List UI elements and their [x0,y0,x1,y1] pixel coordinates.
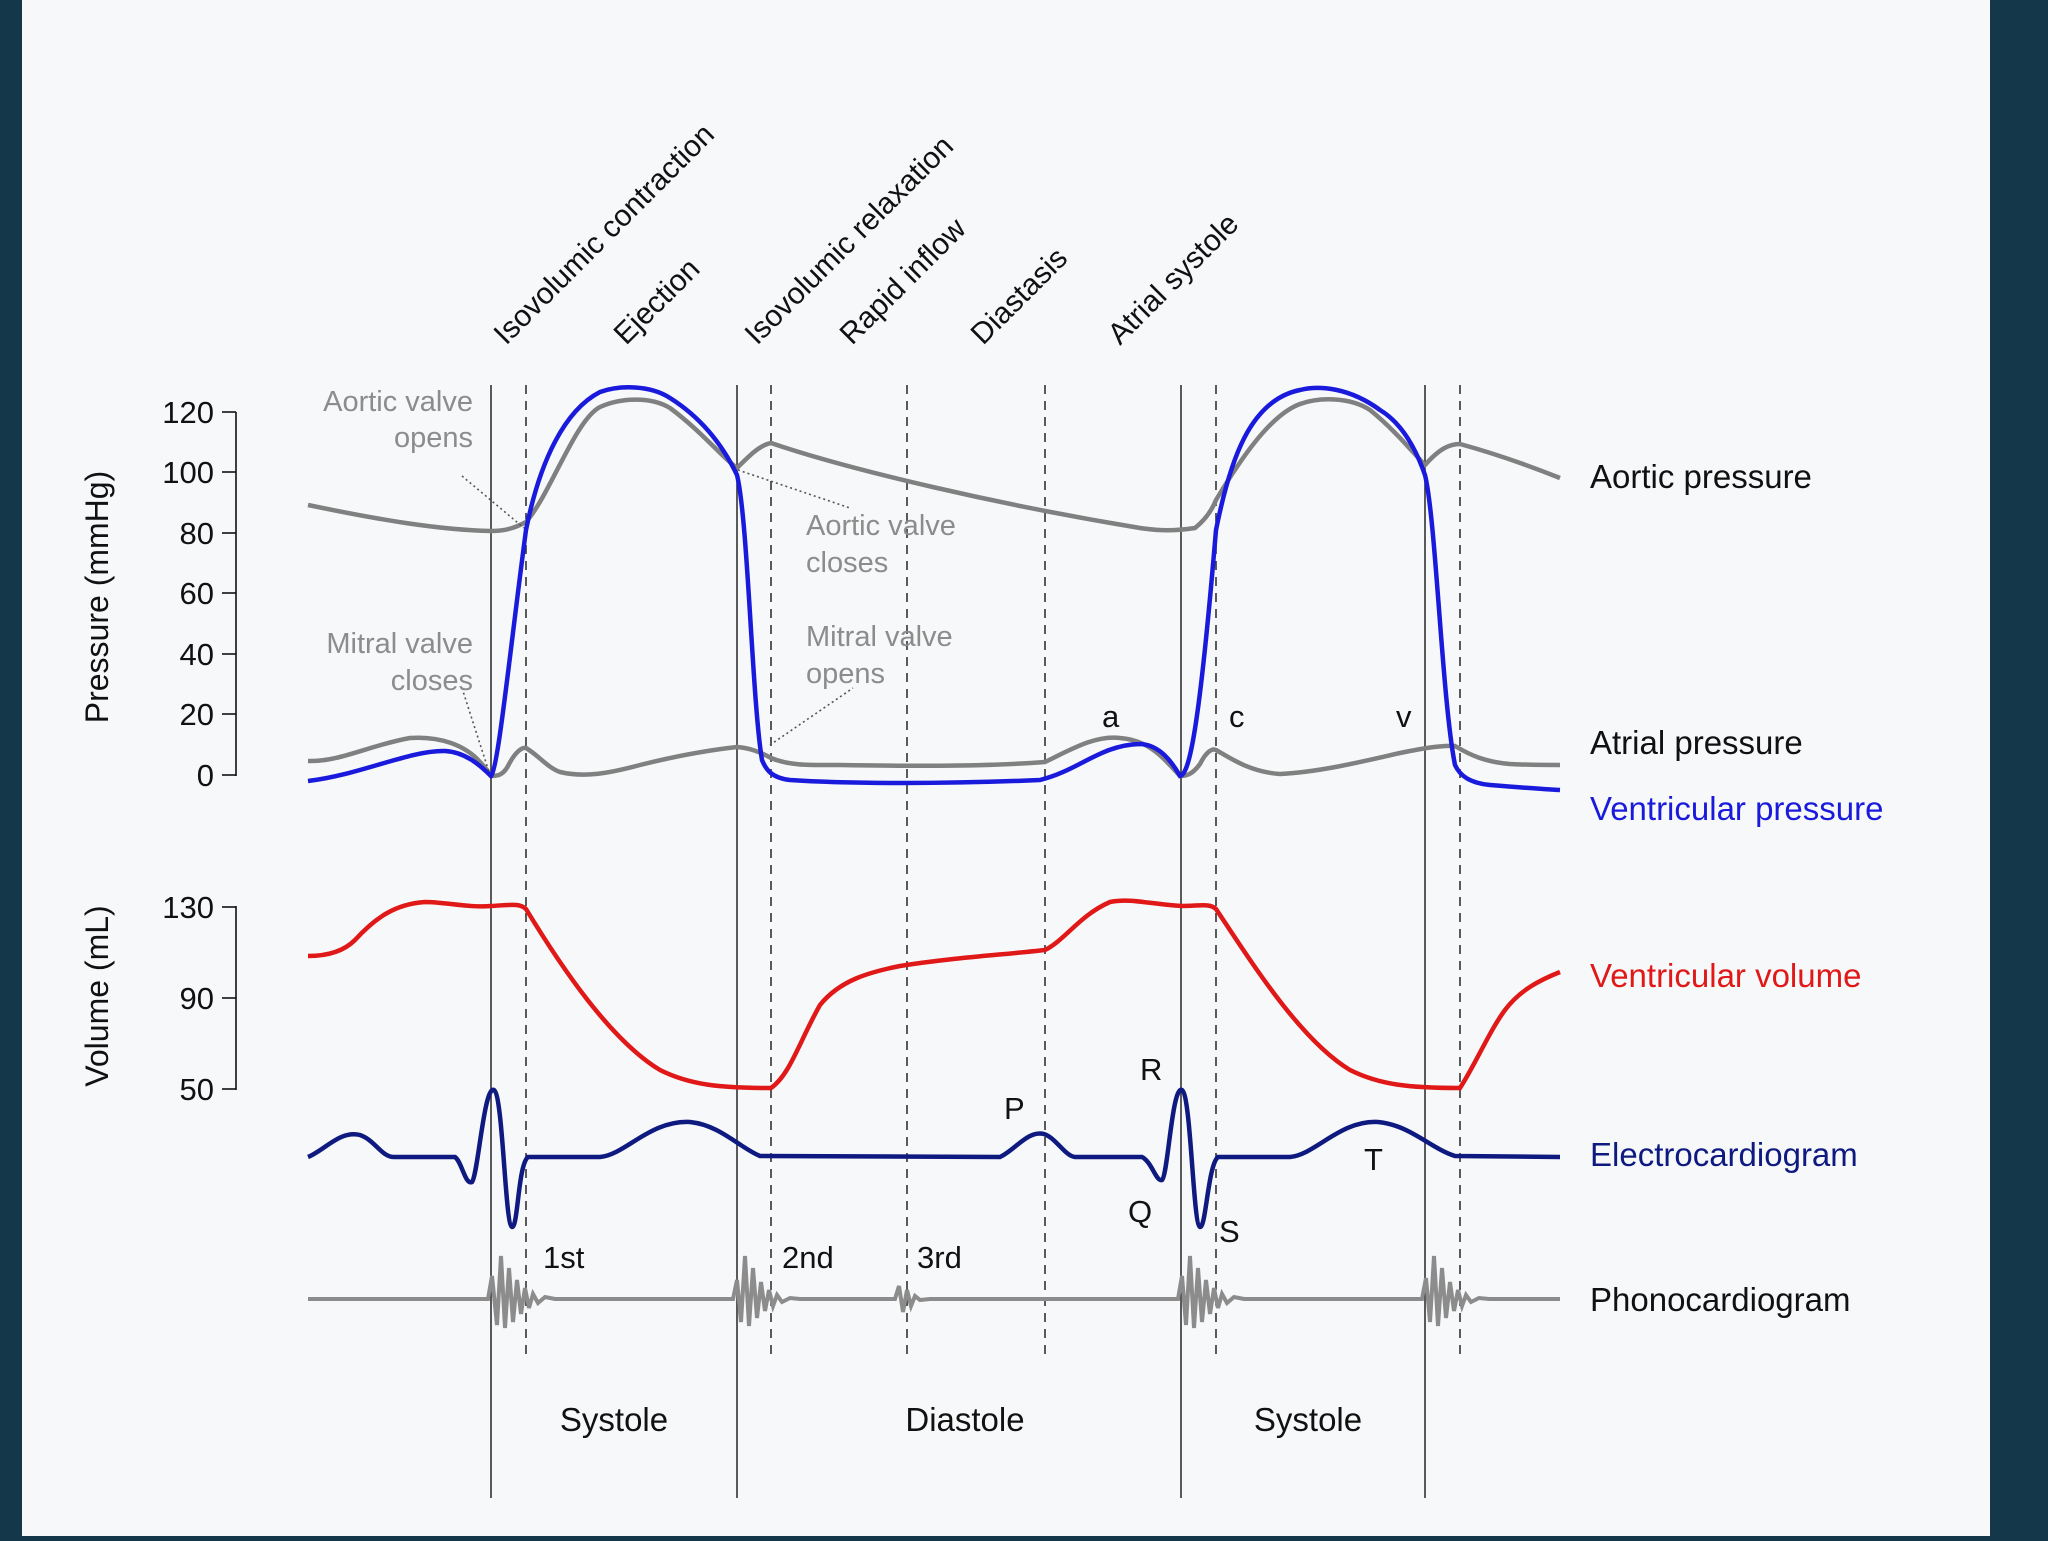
ventricular-volume-curve [307,898,1561,1091]
annotation-aortic-closes-2: closes [806,547,888,579]
heart-sound-labels: 1st 2nd 3rd [543,1240,962,1275]
pressure-tick: 20 [180,697,214,732]
atrial-pressure-curve [307,735,1561,779]
legend-phonocardiogram: Phonocardiogram [1590,1281,1851,1318]
volume-tick: 130 [162,890,214,925]
pressure-tick: 80 [180,516,214,551]
pressure-tick: 40 [180,637,214,672]
pressure-axis-label: Pressure (mmHg) [79,471,115,723]
volume-axis-label: Volume (mL) [79,905,115,1086]
axis-labels: Pressure (mmHg) Volume (mL) [79,471,115,1087]
legend-ventricular-pressure: Ventricular pressure [1590,790,1883,827]
legend-electrocardiogram: Electrocardiogram [1590,1136,1858,1173]
heart-sound-first: 1st [543,1240,585,1275]
wave-labels: a c v P Q R S T [1004,699,1412,1249]
phase-lines [490,385,1426,1498]
cycle-label-systole-1: Systole [560,1401,668,1438]
wave-label-c: c [1229,699,1245,734]
heart-sound-third: 3rd [917,1240,962,1275]
pressure-tick: 100 [162,455,214,490]
wave-label-r: R [1140,1052,1162,1087]
ecg-curve [307,1087,1561,1230]
volume-tick: 90 [180,981,214,1016]
annotation-aortic-opens-1: Aortic valve [323,386,473,418]
phonocardiogram-curve [308,1255,1560,1329]
diagram-panel [22,0,1990,1536]
pressure-tick: 60 [180,576,214,611]
annotation-mitral-opens-2: opens [806,658,885,690]
legend-atrial-pressure: Atrial pressure [1590,724,1803,761]
legend-aortic-pressure: Aortic pressure [1590,458,1812,495]
wave-label-s: S [1219,1214,1240,1249]
cycle-label-systole-2: Systole [1254,1401,1362,1438]
legend-ventricular-volume: Ventricular volume [1590,957,1861,994]
annotation-leaders [461,469,854,773]
heart-sound-second: 2nd [782,1240,834,1275]
valve-annotations: Aortic valve opens Aortic valve closes M… [323,386,956,697]
ventricular-pressure-curve [307,385,1561,793]
pressure-tick: 0 [197,758,214,793]
annotation-mitral-opens-1: Mitral valve [806,621,953,653]
axis-ticks: 120 100 80 60 40 20 0 130 90 50 [162,395,214,1107]
annotation-mitral-closes-2: closes [391,665,473,697]
annotation-aortic-opens-2: opens [394,422,473,454]
wave-label-q: Q [1128,1194,1152,1229]
wave-label-p: P [1004,1091,1025,1126]
wave-label-v: v [1396,699,1412,734]
axes [222,411,237,1090]
cycle-labels: Systole Diastole Systole [560,1401,1362,1438]
wave-label-t: T [1364,1142,1383,1177]
annotation-aortic-closes-1: Aortic valve [806,510,956,542]
volume-tick: 50 [180,1072,214,1107]
aortic-pressure-curve [307,397,1561,534]
annotation-mitral-closes-1: Mitral valve [326,628,473,660]
trace-legend: Aortic pressure Atrial pressure Ventricu… [1590,458,1883,1318]
leader-aortic-opens [461,475,525,529]
wave-label-a: a [1102,699,1120,734]
pressure-tick: 120 [162,395,214,430]
cycle-label-diastole: Diastole [905,1401,1024,1438]
leader-mitral-opens [769,687,854,746]
